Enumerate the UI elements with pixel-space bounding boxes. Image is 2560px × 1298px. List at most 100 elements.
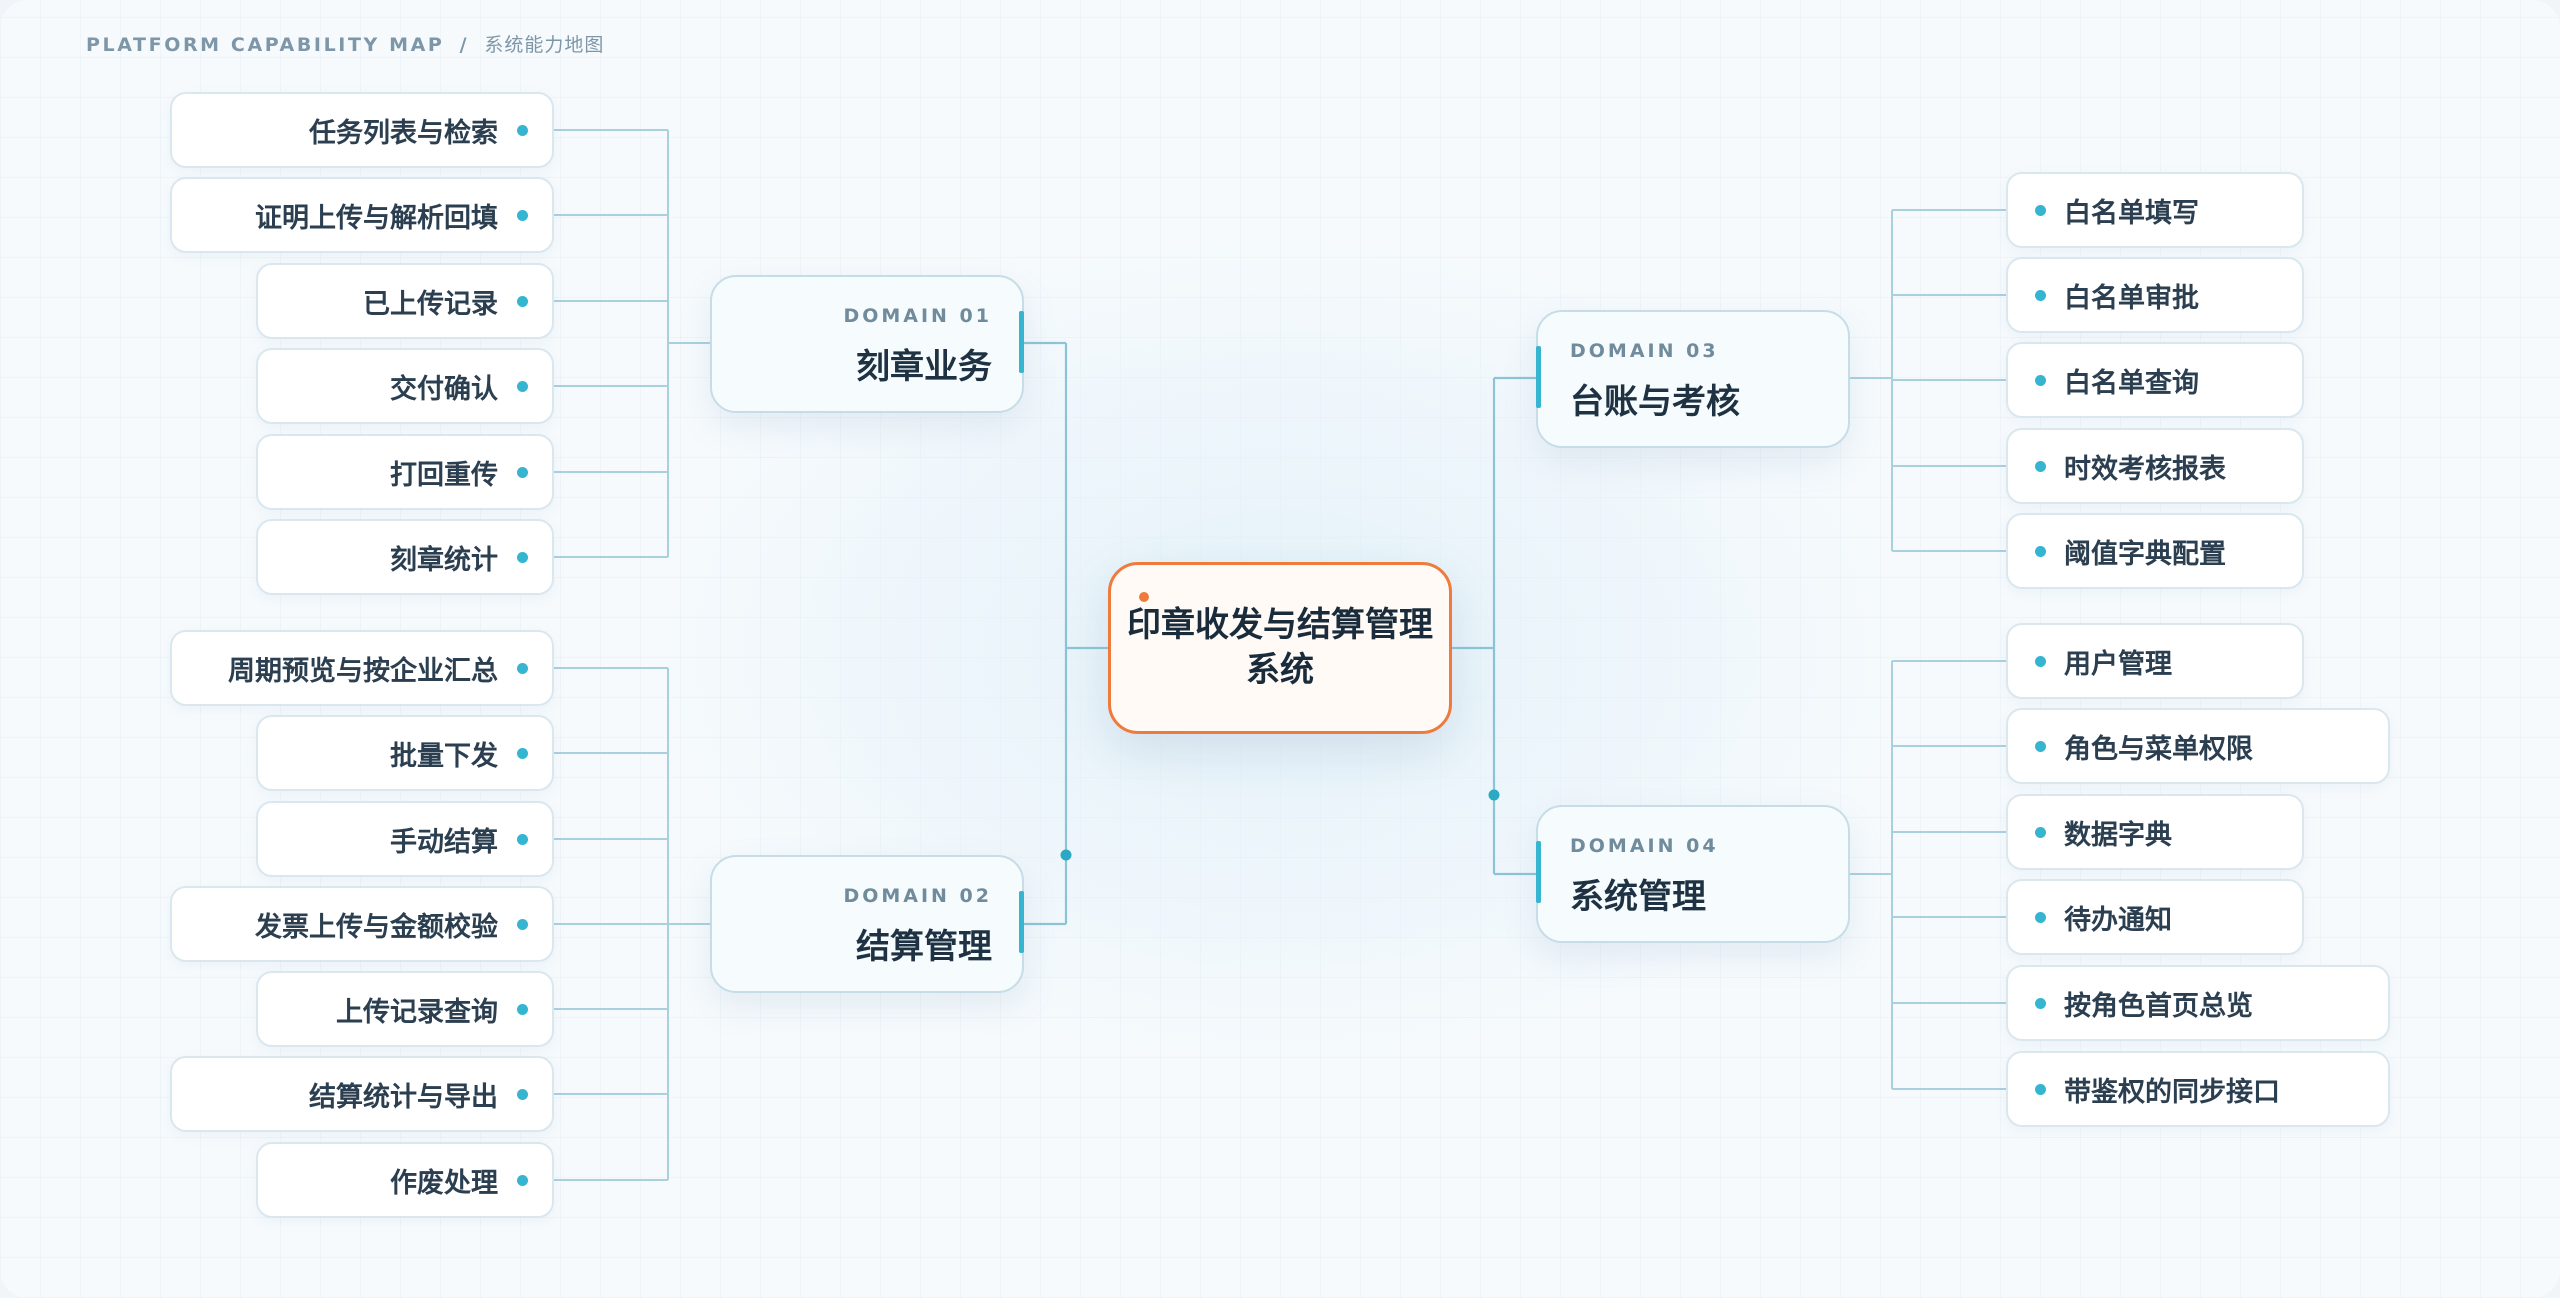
leaf-whitelist-fill[interactable]: 白名单填写 — [2006, 172, 2304, 248]
domain-title: 系统管理 — [1570, 877, 1706, 917]
leaf-label: 数据字典 — [2064, 819, 2172, 851]
bullet-dot-icon — [517, 551, 528, 563]
root-node[interactable]: 印章收发与结算管理系统 — [1108, 562, 1452, 734]
domain-card-01[interactable]: DOMAIN 01 刻章业务 — [710, 275, 1024, 413]
bullet-dot-icon — [517, 833, 528, 845]
leaf-uploaded-records[interactable]: 已上传记录 — [256, 263, 554, 339]
leaf-label: 手动结算 — [390, 826, 498, 858]
leaf-label: 打回重传 — [390, 459, 498, 491]
leaf-label: 白名单查询 — [2064, 367, 2199, 399]
bullet-dot-icon — [2035, 374, 2046, 386]
leaf-label: 角色与菜单权限 — [2064, 733, 2253, 765]
leaf-threshold-dict[interactable]: 阈值字典配置 — [2006, 513, 2304, 589]
domain-card-03[interactable]: DOMAIN 03 台账与考核 — [1536, 310, 1850, 448]
leaf-manual-settle[interactable]: 手动结算 — [256, 801, 554, 877]
domain-card-04[interactable]: DOMAIN 04 系统管理 — [1536, 805, 1850, 943]
leaf-label: 白名单审批 — [2064, 282, 2199, 314]
leaf-role-home-overview[interactable]: 按角色首页总览 — [2006, 965, 2390, 1041]
leaf-user-management[interactable]: 用户管理 — [2006, 623, 2304, 699]
leaf-proof-upload[interactable]: 证明上传与解析回填 — [170, 177, 554, 253]
leaf-label: 批量下发 — [390, 740, 498, 772]
junction-dot-right — [1488, 789, 1500, 801]
domain-title: 刻章业务 — [856, 347, 992, 387]
leaf-label: 阈值字典配置 — [2064, 538, 2226, 570]
leaf-label: 发票上传与金额校验 — [255, 911, 498, 943]
leaf-todo-notice[interactable]: 待办通知 — [2006, 879, 2304, 955]
domain-label: DOMAIN 01 — [843, 305, 992, 327]
domain-title: 结算管理 — [856, 927, 992, 967]
leaf-period-preview[interactable]: 周期预览与按企业汇总 — [170, 630, 554, 706]
leaf-seal-stats[interactable]: 刻章统计 — [256, 519, 554, 595]
leaf-whitelist-query[interactable]: 白名单查询 — [2006, 342, 2304, 418]
leaf-role-menu-permission[interactable]: 角色与菜单权限 — [2006, 708, 2390, 784]
junction-dot-left — [1060, 849, 1072, 861]
bullet-dot-icon — [517, 1174, 528, 1186]
leaf-label: 按角色首页总览 — [2064, 990, 2253, 1022]
bullet-dot-icon — [517, 380, 528, 392]
leaf-reject-reupload[interactable]: 打回重传 — [256, 434, 554, 510]
leaf-label: 时效考核报表 — [2064, 453, 2226, 485]
bullet-dot-icon — [2035, 997, 2046, 1009]
branch-domain-04 — [1850, 660, 2006, 1090]
domain-label: DOMAIN 04 — [1570, 835, 1719, 857]
leaf-label: 上传记录查询 — [336, 996, 498, 1028]
leaf-label: 周期预览与按企业汇总 — [228, 655, 498, 687]
leaf-label: 白名单填写 — [2064, 197, 2199, 229]
leaf-label: 刻章统计 — [390, 544, 498, 576]
bullet-dot-icon — [517, 918, 528, 930]
leaf-label: 结算统计与导出 — [309, 1081, 498, 1113]
domain-label: DOMAIN 03 — [1570, 340, 1719, 362]
bullet-dot-icon — [2035, 545, 2046, 557]
leaf-label: 已上传记录 — [363, 288, 498, 320]
accent-bar — [1536, 346, 1541, 408]
root-dot-icon — [1139, 592, 1149, 602]
header-title: PLATFORM CAPABILITY MAP — [86, 34, 445, 56]
leaf-delivery-confirm[interactable]: 交付确认 — [256, 348, 554, 424]
leaf-label: 带鉴权的同步接口 — [2064, 1076, 2280, 1108]
leaf-whitelist-approve[interactable]: 白名单审批 — [2006, 257, 2304, 333]
accent-bar — [1536, 841, 1541, 903]
leaf-label: 交付确认 — [390, 373, 498, 405]
bullet-dot-icon — [2035, 204, 2046, 216]
domain-label: DOMAIN 02 — [843, 885, 992, 907]
accent-bar — [1019, 311, 1024, 373]
leaf-label: 待办通知 — [2064, 904, 2172, 936]
leaf-upload-query[interactable]: 上传记录查询 — [256, 971, 554, 1047]
branch-domain-03 — [1850, 209, 2006, 552]
leaf-label: 用户管理 — [2064, 648, 2172, 680]
page-header: PLATFORM CAPABILITY MAP / 系统能力地图 — [86, 30, 604, 57]
leaf-void[interactable]: 作废处理 — [256, 1142, 554, 1218]
bullet-dot-icon — [517, 295, 528, 307]
bullet-dot-icon — [517, 662, 528, 674]
bullet-dot-icon — [2035, 289, 2046, 301]
leaf-data-dictionary[interactable]: 数据字典 — [2006, 794, 2304, 870]
bullet-dot-icon — [2035, 826, 2046, 838]
leaf-auth-sync-api[interactable]: 带鉴权的同步接口 — [2006, 1051, 2390, 1127]
domain-card-02[interactable]: DOMAIN 02 结算管理 — [710, 855, 1024, 993]
leaf-task-list[interactable]: 任务列表与检索 — [170, 92, 554, 168]
branch-domain-01 — [554, 129, 710, 558]
leaf-batch-issue[interactable]: 批量下发 — [256, 715, 554, 791]
bullet-dot-icon — [517, 747, 528, 759]
accent-bar — [1019, 891, 1024, 953]
root-title: 印章收发与结算管理系统 — [1127, 605, 1433, 690]
bullet-dot-icon — [517, 1003, 528, 1015]
bullet-dot-icon — [2035, 655, 2046, 667]
header-separator: / — [459, 34, 470, 56]
header-subtitle: 系统能力地图 — [484, 34, 605, 56]
bullet-dot-icon — [517, 124, 528, 136]
bullet-dot-icon — [517, 1088, 528, 1100]
trunk-left — [1024, 341, 1108, 926]
leaf-timeliness-report[interactable]: 时效考核报表 — [2006, 428, 2304, 504]
bullet-dot-icon — [2035, 1083, 2046, 1095]
bullet-dot-icon — [517, 209, 528, 221]
leaf-invoice-upload[interactable]: 发票上传与金额校验 — [170, 886, 554, 962]
bullet-dot-icon — [2035, 460, 2046, 472]
bullet-dot-icon — [2035, 740, 2046, 752]
trunk-right — [1452, 376, 1536, 876]
leaf-label: 作废处理 — [390, 1167, 498, 1199]
bullet-dot-icon — [517, 466, 528, 478]
leaf-label: 证明上传与解析回填 — [255, 202, 498, 234]
leaf-settle-export[interactable]: 结算统计与导出 — [170, 1056, 554, 1132]
